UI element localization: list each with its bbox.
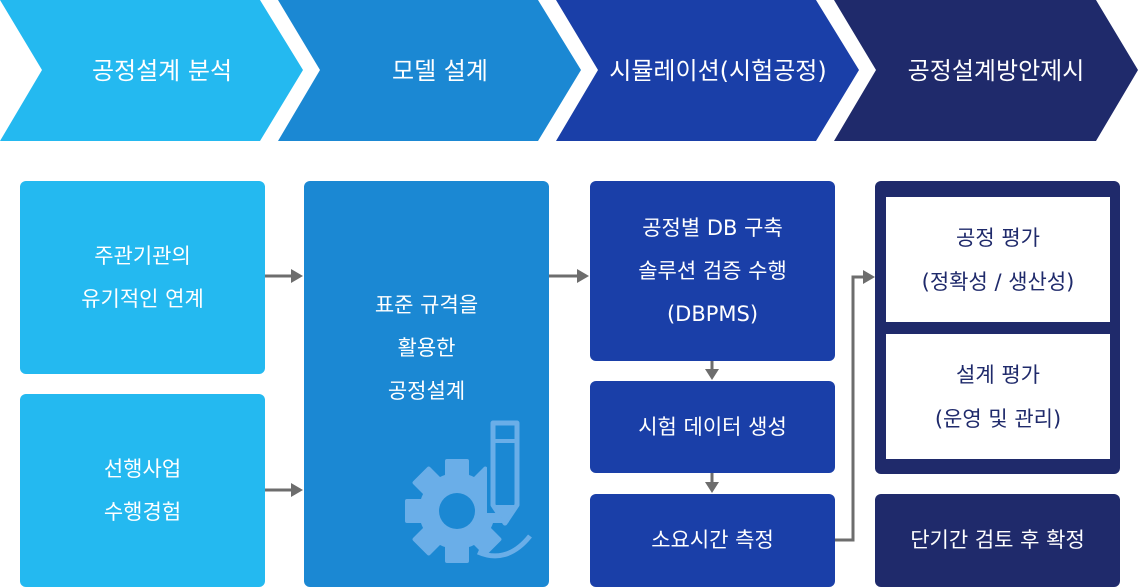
step-1-label: 공정설계 분석 <box>91 56 233 85</box>
step-3-label: 시뮬레이션 (시험공정) <box>609 56 827 85</box>
arrowhead-1 <box>291 269 303 283</box>
final-confirm-box: 단기간 검토 후 확정 <box>875 494 1120 587</box>
experience-box: 선행사업 수행경험 <box>20 394 265 587</box>
step-4-label: 공정설계방안 제시 <box>907 56 1085 85</box>
process-evaluation-box: 공정 평가 (정확성 / 생산성) <box>886 197 1110 322</box>
test-data-box: 시험 데이터 생성 <box>590 381 835 473</box>
chevron-step-1-shape <box>0 0 303 141</box>
standard-design-box: 표준 규격을 활용한 공정설계 <box>304 181 549 587</box>
arrow-time-to-evaluation <box>835 275 865 542</box>
arrowhead-4 <box>705 369 719 380</box>
time-measure-box: 소요시간 측정 <box>590 494 835 587</box>
chevron-step-4-shape <box>834 0 1138 141</box>
chevron-step-3-shape <box>556 0 859 141</box>
arrowhead-5 <box>705 482 719 493</box>
arrowhead-3 <box>577 269 589 283</box>
arrowhead-2 <box>291 483 303 497</box>
step-2-label: 모델 설계 <box>392 56 488 85</box>
arrowhead-6 <box>863 270 875 284</box>
process-chevrons <box>0 0 1138 141</box>
db-build-box: 공정별 DB 구축 솔루션 검증 수행 (DBPMS) <box>590 181 835 361</box>
collab-box: 주관기관의 유기적인 연계 <box>20 181 265 374</box>
design-evaluation-box: 설계 평가 (운영 및 관리) <box>886 334 1110 459</box>
chevron-step-2-shape <box>278 0 581 141</box>
